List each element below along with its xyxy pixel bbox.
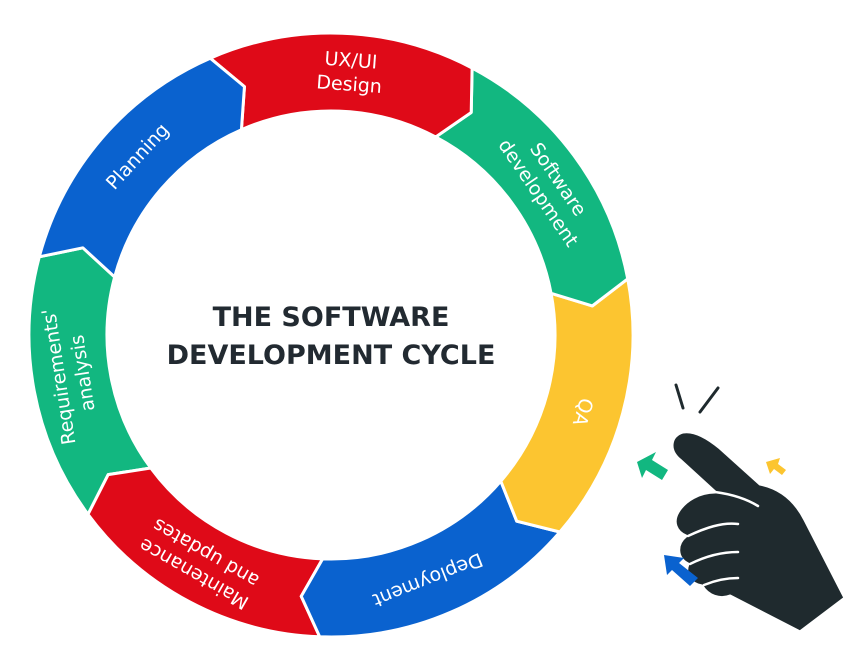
segment-label-line: Design	[316, 71, 383, 98]
finger-crease-1	[686, 522, 740, 538]
cycle-segment	[37, 56, 246, 279]
diagram-title: THE SOFTWARE DEVELOPMENT CYCLE	[167, 302, 496, 371]
title-line-2: DEVELOPMENT CYCLE	[167, 340, 496, 371]
emphasis-line-1	[674, 383, 685, 410]
title-line-1: THE SOFTWARE	[213, 302, 450, 333]
cycle-segment	[499, 277, 635, 534]
cycle-ring	[27, 31, 635, 639]
cycle-segment	[86, 466, 325, 639]
green-arrow-icon	[637, 452, 668, 480]
pointing-hand-icon	[637, 383, 847, 634]
cycle-segment	[434, 66, 630, 308]
segment-label-line: UX/UI	[324, 48, 378, 74]
blue-arrow-icon	[664, 555, 698, 586]
yellow-arrow-icon	[766, 458, 786, 475]
finger-crease-2	[688, 550, 740, 566]
cycle-segment	[299, 479, 562, 639]
thumb-crease	[713, 490, 760, 508]
cycle-segment	[208, 31, 474, 139]
emphasis-line-2	[698, 386, 720, 414]
finger-crease-3	[702, 576, 740, 587]
